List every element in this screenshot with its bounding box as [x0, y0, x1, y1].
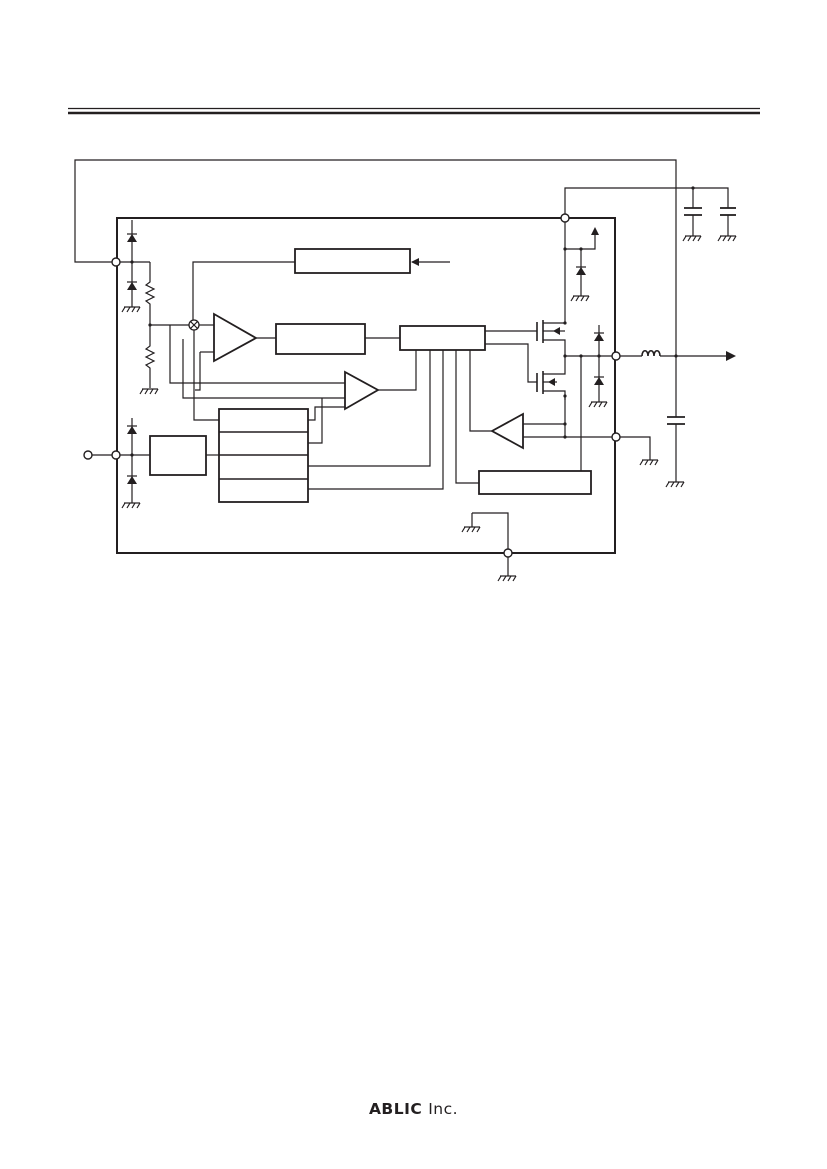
- comparator: [344, 370, 380, 411]
- brand-name: ABLIC: [368, 1100, 423, 1118]
- reference-block: [294, 248, 411, 274]
- gnd-pin: [503, 548, 513, 558]
- vin-pin: [560, 213, 570, 223]
- pwm-comparator-block: [275, 323, 366, 355]
- summing-node: [188, 319, 200, 331]
- error-amplifier: [213, 312, 258, 363]
- esd-diodes-sw: [588, 325, 608, 408]
- feedback-wire: [74, 159, 677, 356]
- output-arrow: [726, 351, 736, 361]
- control-logic-block: [399, 325, 486, 351]
- esd-diodes-fb: [127, 220, 137, 295]
- arrow-marker: [411, 258, 419, 266]
- current-sense-amplifier: [490, 412, 524, 450]
- low-side-mosfet: [485, 343, 567, 400]
- output-inductor: [641, 349, 661, 357]
- enable-pin: [83, 450, 93, 460]
- resistor-divider: [139, 262, 159, 395]
- header-rule: [68, 107, 760, 115]
- protection-block: [478, 470, 592, 495]
- ground-symbol: [461, 526, 481, 533]
- output-capacitor: [665, 356, 685, 488]
- feedback-pin: [111, 257, 121, 267]
- enable-block: [149, 435, 207, 476]
- ground-symbol: [497, 575, 517, 582]
- brand-suffix: Inc.: [428, 1100, 459, 1118]
- esd-diode-vin: [570, 249, 590, 302]
- ground-symbol: [639, 459, 659, 466]
- high-side-mosfet: [485, 318, 567, 356]
- pgnd-pin: [611, 432, 621, 442]
- arrow-marker: [591, 227, 599, 235]
- ground-symbol: [121, 295, 141, 313]
- ic-package-outline: [116, 217, 616, 554]
- esd-diodes-en: [121, 418, 141, 509]
- sw-pin: [611, 351, 621, 361]
- input-capacitors: [682, 188, 737, 242]
- company-logo: ABLIC Inc.: [0, 1100, 827, 1118]
- control-stack-block: [218, 408, 309, 503]
